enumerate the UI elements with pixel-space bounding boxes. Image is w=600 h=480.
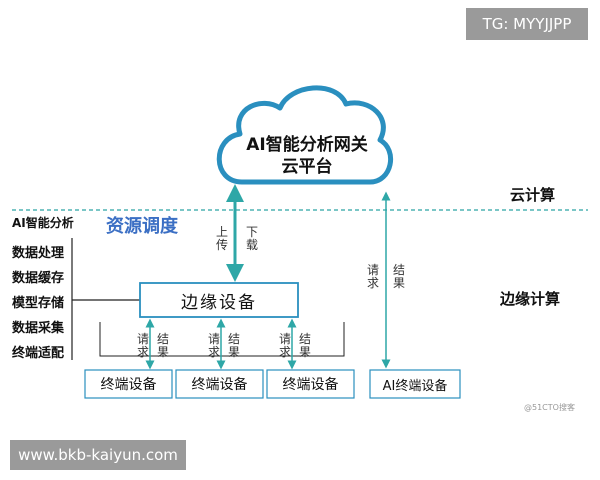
upload-label: 上传 [215, 225, 228, 252]
ai-function-item: 数据采集 [12, 321, 65, 336]
terminal-box-2 [175, 369, 264, 399]
request-label-3: 请求 [278, 332, 291, 359]
terminal-box-3 [266, 369, 355, 399]
cloud-shape [216, 85, 393, 185]
result-label-1: 结果 [156, 332, 169, 359]
ai-result-label: 结果 [392, 263, 405, 290]
edge-device-box [139, 282, 299, 318]
edge-computing-label: 边缘计算 [500, 290, 561, 308]
terminal-box-1 [84, 369, 173, 399]
url-watermark: www.bkb-kaiyun.com [10, 440, 186, 470]
download-label: 下载 [245, 225, 258, 252]
ai-terminal-device-label: AI终端设备 [382, 378, 448, 394]
ai-function-item: 数据处理 [12, 246, 65, 261]
cloud-computing-label: 云计算 [510, 186, 556, 204]
result-label-2: 结果 [227, 332, 240, 359]
ai-function-title: AI智能分析 [12, 216, 74, 230]
ai-function-item: 数据缓存 [12, 271, 65, 286]
request-label-2: 请求 [207, 332, 220, 359]
telegram-watermark: TG: MYYJJPP [466, 8, 588, 40]
terminal-device-label: 终端设备 [191, 377, 248, 393]
result-label-3: 结果 [298, 332, 311, 359]
cloud-title-line2: 云平台 [281, 157, 333, 177]
ai-request-label: 请求 [366, 263, 379, 290]
terminal-device-label: 终端设备 [100, 377, 157, 393]
ai-terminal-box [369, 369, 461, 399]
request-label-1: 请求 [136, 332, 149, 359]
edge-device-label: 边缘设备 [181, 292, 257, 313]
source-credit: @51CTO搜客 [524, 403, 575, 412]
ai-function-item: 终端适配 [12, 346, 65, 361]
ai-function-item: 模型存储 [12, 296, 65, 311]
cloud-title-line1: AI智能分析网关 [246, 135, 368, 155]
terminal-device-label: 终端设备 [282, 377, 339, 393]
resource-scheduling-label: 资源调度 [106, 216, 178, 237]
